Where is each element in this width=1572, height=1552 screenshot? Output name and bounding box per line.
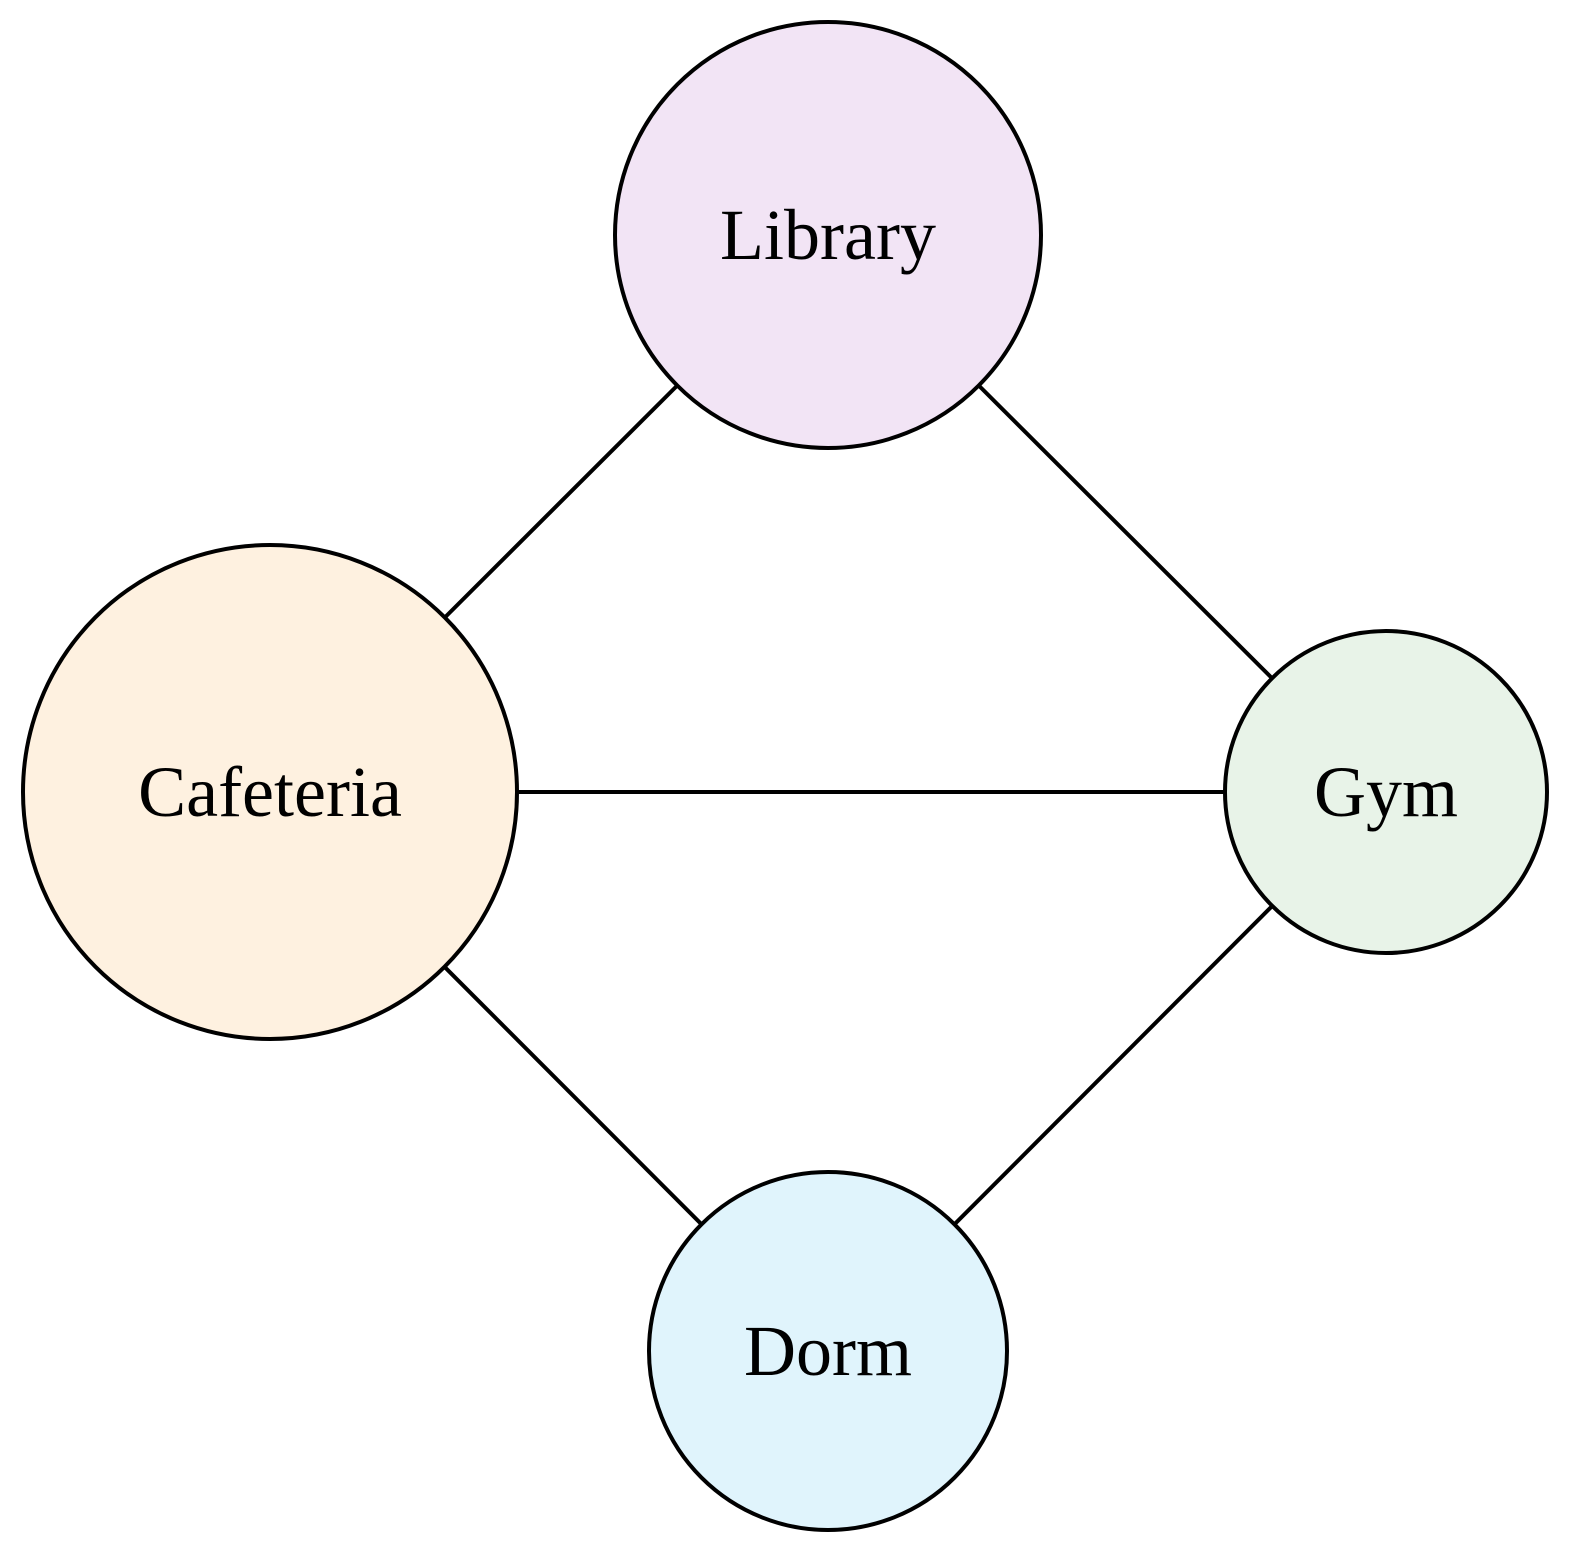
node-cafeteria-label: Cafeteria [138,752,402,832]
edges [443,384,1274,1226]
node-library-label: Library [720,195,936,275]
node-dorm-circle [647,1170,1009,1532]
node-dorm: Dorm [647,1170,1009,1532]
node-gym: Gym [1223,629,1549,955]
node-gym-label: Gym [1314,752,1458,832]
node-dorm-label: Dorm [744,1311,912,1391]
edge-library-gym [977,384,1274,680]
node-cafeteria-circle [21,543,519,1041]
node-gym-circle [1223,629,1549,955]
node-cafeteria: Cafeteria [21,543,519,1041]
node-library: Library [613,20,1043,450]
edge-gym-dorm [953,904,1274,1226]
edge-library-cafeteria [443,384,679,619]
edge-cafeteria-dorm [443,965,703,1226]
node-library-circle [613,20,1043,450]
